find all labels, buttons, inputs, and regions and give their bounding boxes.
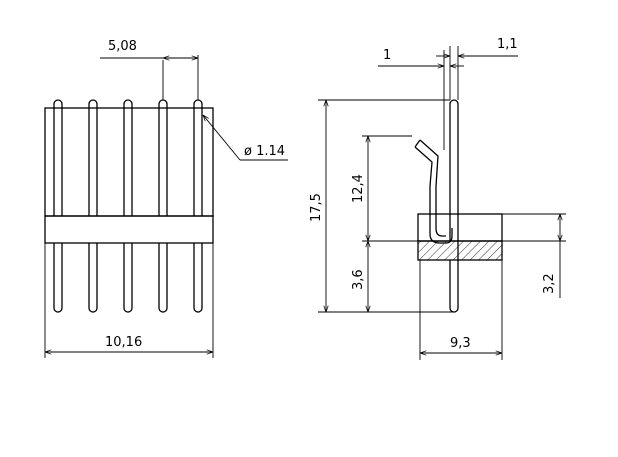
pin-thickness-right-label: 1,1 [497, 37, 518, 52]
width-dimension: 10,16 [44, 243, 214, 358]
depth-label: 9,3 [450, 336, 471, 351]
side-pin [449, 99, 459, 313]
pitch-dimension: 5,08 [100, 39, 199, 100]
housing-height-dimension: 3,2 [502, 213, 566, 298]
side-housing-hatched [417, 240, 503, 261]
pin-thickness-left-label: 1 [383, 48, 391, 63]
upper-pin-label: 12,4 [351, 174, 366, 203]
total-height-label: 17,5 [309, 193, 324, 222]
upper-pin-dimension: 12,4 [351, 135, 418, 242]
lower-pin-label: 3,6 [351, 269, 366, 290]
diameter-leader: ø 1.14 [203, 115, 288, 161]
front-body [44, 107, 214, 217]
pin-diameter-label: ø 1.14 [244, 144, 285, 159]
pin-thickness-dimension: 1 1,1 [378, 37, 518, 150]
pitch-label: 5,08 [108, 39, 137, 54]
front-view: 5,08 ø 1.14 10,16 [44, 39, 288, 358]
side-bent-contact [414, 139, 453, 244]
front-housing [44, 215, 214, 244]
depth-dimension: 9,3 [419, 241, 503, 360]
front-pin-5 [193, 99, 203, 313]
width-label: 10,16 [105, 335, 142, 350]
front-pin-3 [123, 99, 133, 313]
front-pin-1 [53, 99, 63, 313]
side-view: 1 1,1 17,5 12,4 3,6 3,2 [309, 37, 566, 360]
front-pin-2 [88, 99, 98, 313]
total-height-dimension: 17,5 [309, 99, 454, 313]
housing-height-label: 3,2 [542, 273, 557, 294]
lower-pin-dimension: 3,6 [351, 241, 368, 312]
front-pin-4 [158, 99, 168, 313]
